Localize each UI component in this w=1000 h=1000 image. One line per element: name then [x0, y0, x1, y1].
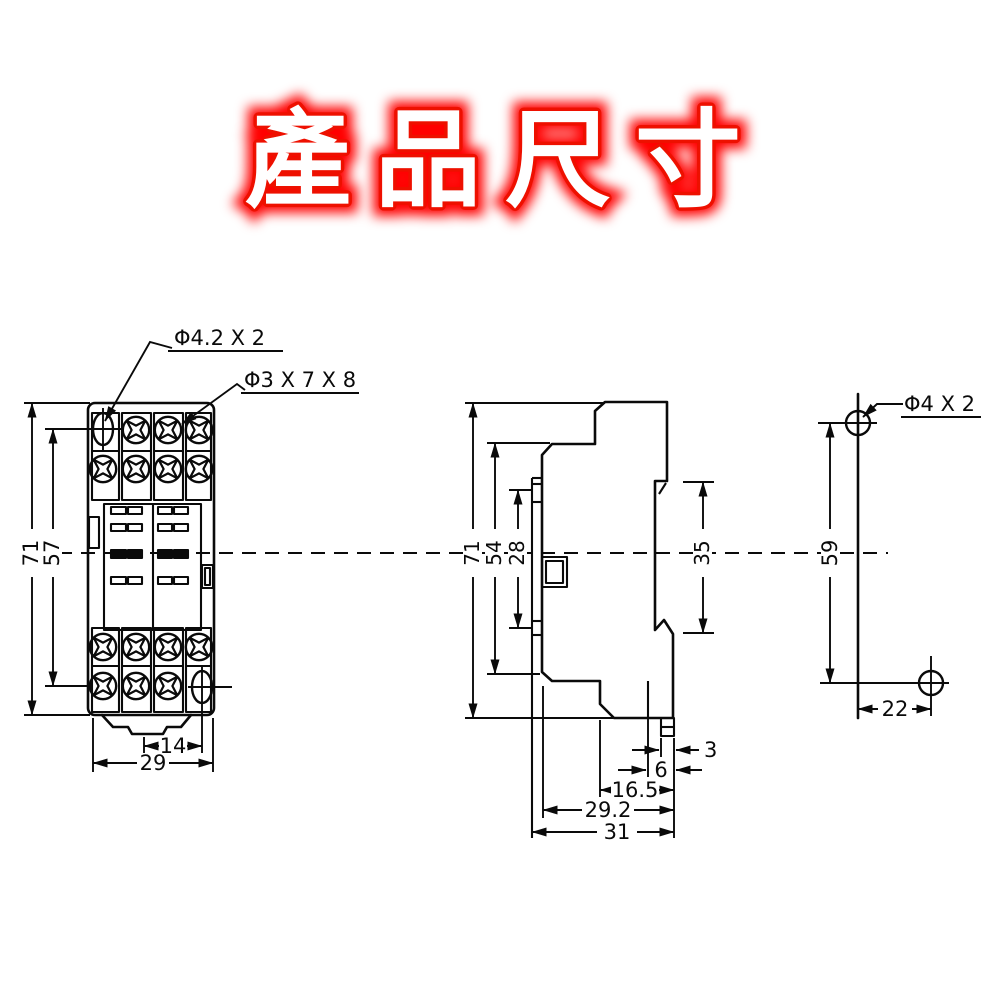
leader-mount-hole: [862, 403, 903, 418]
front-body-outline: [86, 401, 216, 717]
side-foot-width-label: 3: [704, 738, 717, 762]
front-oval-mount-hole-bottom: [188, 667, 232, 753]
side-foot-offset-label: 6: [654, 758, 667, 782]
mount-dimensions: [825, 403, 981, 714]
front-oval-hole-callout: Φ4.2 X 2: [174, 326, 265, 350]
side-body-outline: [540, 400, 675, 720]
side-depth-mid-label: 29.2: [585, 798, 632, 822]
front-view: [24, 340, 359, 772]
front-overall-width-label: 29: [140, 751, 167, 775]
leader-screw-hole: [181, 382, 246, 425]
side-overall-height-label: 71: [460, 540, 484, 565]
din-clip-hook-top: [658, 482, 667, 495]
front-mounting-feet: [100, 713, 193, 736]
side-plate-height-label: 28: [505, 540, 529, 565]
front-slot-width-label: 14: [160, 734, 187, 758]
side-view: [465, 400, 714, 838]
leader-oval-hole: [104, 340, 173, 422]
front-terminal-strips-top: [90, 411, 213, 502]
mount-hole-top: [818, 409, 877, 437]
side-overall-depth-label: 31: [604, 820, 631, 844]
front-dimensions: [24, 340, 359, 772]
pin-slots-row-c: [109, 548, 190, 560]
front-oval-mount-hole-top: [45, 408, 121, 450]
side-dimensions: [465, 402, 714, 838]
front-screw-callout: Φ3 X 7 X 8: [244, 368, 356, 392]
mount-horizontal-spacing-label: 22: [882, 697, 909, 721]
pin-slots-row-d: [109, 575, 190, 586]
mount-vertical-spacing-label: 59: [818, 540, 842, 567]
mount-hole-callout: Φ4 X 2: [904, 392, 975, 416]
side-latch-block: [540, 555, 569, 589]
side-din-rail-label: 35: [690, 540, 714, 565]
side-rear-plate: [530, 476, 542, 838]
side-bottom-foot: [659, 716, 676, 738]
front-hole-spacing-label: 57: [40, 540, 64, 567]
dimension-labels: 71 57 14 29 Φ4.2 X 2 Φ3 X 7 X 8 71 54 28…: [19, 326, 975, 844]
pin-slots-row-b: [109, 522, 190, 533]
front-overall-height-label: 71: [19, 540, 43, 567]
side-depth-front-label: 16.5: [612, 778, 659, 802]
front-terminal-strips-bottom: [90, 626, 213, 714]
side-body-height-label: 54: [482, 540, 506, 565]
page-title-text: 產品尺寸: [245, 99, 765, 222]
pin-slots-row-a: [109, 505, 190, 516]
mount-view: [818, 392, 981, 720]
front-connector-section: [87, 502, 215, 632]
page-title-glow: 產品尺寸: [245, 99, 765, 222]
page-title: 產品尺寸 產品尺寸: [236, 90, 765, 231]
